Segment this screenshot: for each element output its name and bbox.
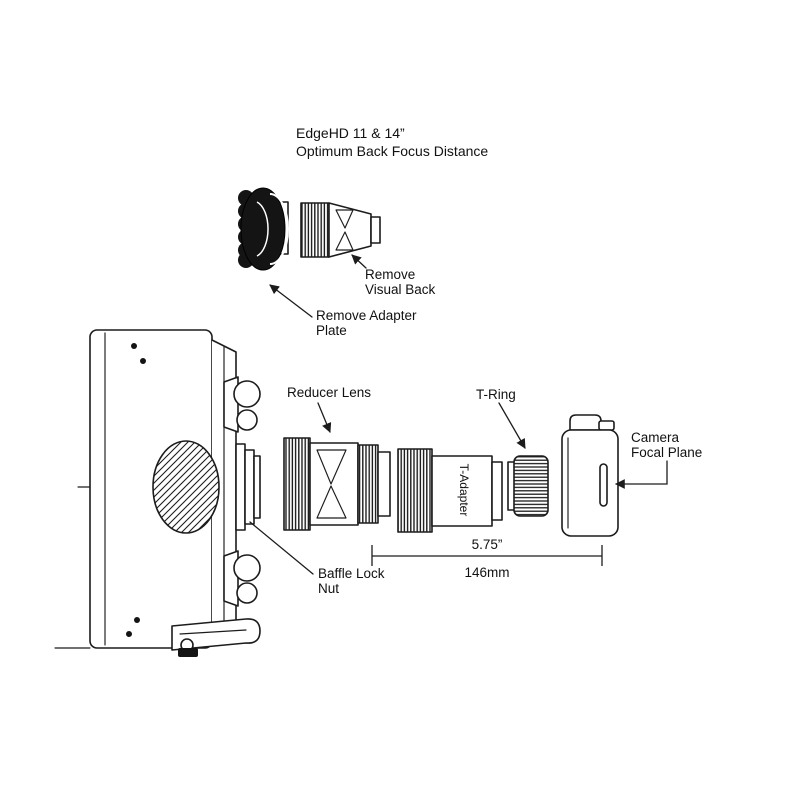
camera-prism-hump xyxy=(569,414,602,431)
t-adapter: T-Adapter xyxy=(397,448,503,533)
t-adapter-body xyxy=(431,455,493,527)
t-adapter-knurl xyxy=(397,448,433,533)
telescope-rear-cell xyxy=(54,329,261,657)
reducer-knurl-right xyxy=(357,444,379,524)
label-camera-focal-plane-1: Camera xyxy=(631,430,680,445)
label-remove-adapter-plate-1: Remove Adapter xyxy=(316,308,417,323)
baffle-lock-nut xyxy=(235,443,261,531)
visual-back-knurl xyxy=(300,202,330,258)
dimension-inches: 5.75” xyxy=(472,537,503,552)
screw-dot xyxy=(140,358,146,364)
label-t-ring: T-Ring xyxy=(476,387,516,402)
reducer-lens xyxy=(283,437,391,531)
label-camera-focal-plane-2: Focal Plane xyxy=(631,445,702,460)
arrow-camera-focal-plane xyxy=(615,460,668,489)
title-line-2: Optimum Back Focus Distance xyxy=(296,143,488,159)
screw-dot xyxy=(134,617,140,623)
reducer-knurl-left xyxy=(283,437,311,531)
visual-back xyxy=(300,202,381,258)
screw-dot xyxy=(131,343,137,349)
arrow-t-ring xyxy=(498,402,526,449)
camera-body xyxy=(561,429,619,537)
arrow-remove-visual-back xyxy=(351,254,367,269)
t-ring xyxy=(507,455,549,517)
arrow-reducer-lens xyxy=(317,402,332,433)
dovetail-foot xyxy=(171,618,261,657)
t-ring-body xyxy=(513,455,549,517)
clutch-knob-top xyxy=(223,376,261,433)
t-adapter-label: T-Adapter xyxy=(457,464,471,517)
camera-focal-plane-slot xyxy=(599,463,608,507)
label-baffle-lock-nut-1: Baffle Lock xyxy=(318,566,385,581)
label-baffle-lock-nut-2: Nut xyxy=(318,581,339,596)
arrow-remove-adapter-plate xyxy=(269,284,313,318)
adapter-plate-knob xyxy=(238,187,289,271)
clutch-knob-bottom xyxy=(223,550,261,607)
label-reducer-lens: Reducer Lens xyxy=(287,385,371,400)
dimension-back-focus xyxy=(371,545,603,566)
label-remove-adapter-plate-2: Plate xyxy=(316,323,347,338)
adapter-plate xyxy=(238,187,289,271)
title-line-1: EdgeHD 11 & 14” xyxy=(296,125,405,141)
screw-dot xyxy=(126,631,132,637)
label-remove-visual-back-2: Visual Back xyxy=(365,282,436,297)
camera xyxy=(561,414,619,537)
leader-baffle-lock-nut xyxy=(249,521,314,575)
baffle-opening-hatched xyxy=(152,440,220,534)
dimension-millimeters: 146mm xyxy=(464,565,509,580)
label-remove-visual-back-1: Remove xyxy=(365,267,415,282)
t-adapter-flange xyxy=(491,461,503,521)
